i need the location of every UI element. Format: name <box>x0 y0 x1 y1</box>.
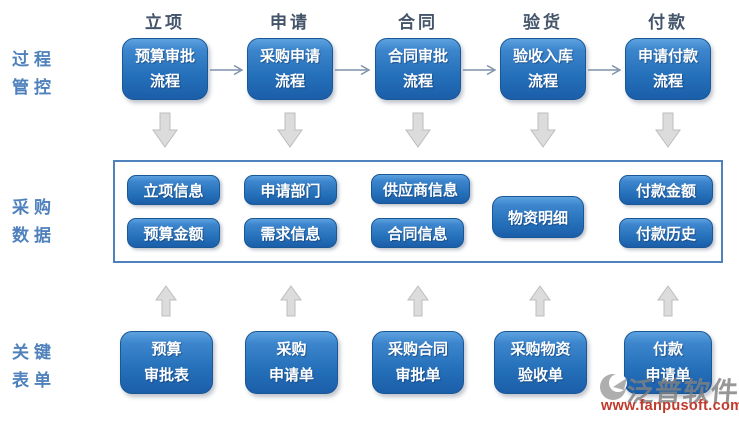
process-box-payment-request: 申请付款 流程 <box>625 38 711 100</box>
row-label-process-control: 过程 管控 <box>12 46 78 102</box>
down-arrow-icon <box>530 112 556 148</box>
form-box-line2: 申请单 <box>645 366 691 384</box>
form-box-purchase-request-form: 采购 申请单 <box>245 331 338 394</box>
form-box-contract-approval-form: 采购合同 审批单 <box>372 331 464 394</box>
process-box-line2: 流程 <box>527 73 558 90</box>
down-arrow-icon <box>277 112 303 148</box>
form-box-line1: 付款 <box>652 340 683 358</box>
row-label-line: 数据 <box>12 226 56 245</box>
form-box-budget-approval-form: 预算 审批表 <box>120 331 213 394</box>
process-box-line2: 流程 <box>274 73 305 90</box>
process-box-line2: 流程 <box>652 73 683 90</box>
form-box-line1: 采购合同 <box>387 340 448 358</box>
stage-header-request: 申请 <box>270 13 310 32</box>
data-pill-supplier-info: 供应商信息 <box>371 174 470 204</box>
row-label-line: 采购 <box>12 198 56 217</box>
data-pill-material-detail: 物资明细 <box>492 196 584 238</box>
up-arrow-icon <box>657 285 679 317</box>
data-pill-contract-info: 合同信息 <box>371 218 464 248</box>
data-pill-request-dept: 申请部门 <box>244 175 337 205</box>
form-box-line1: 采购 <box>276 340 307 358</box>
process-box-line1: 合同审批 <box>387 48 448 65</box>
process-box-line2: 流程 <box>149 73 180 90</box>
up-arrow-icon <box>529 285 551 317</box>
right-arrow-icon <box>463 64 497 76</box>
up-arrow-icon <box>280 285 302 317</box>
data-pill-budget-amount: 预算金额 <box>127 218 220 248</box>
down-arrow-icon <box>405 112 431 148</box>
up-arrow-icon <box>407 285 429 317</box>
stage-header-contract: 合同 <box>398 13 438 32</box>
form-box-line2: 审批单 <box>395 366 441 384</box>
data-pill-demand-info: 需求信息 <box>244 218 337 248</box>
process-box-line2: 流程 <box>402 73 433 90</box>
form-box-line2: 验收单 <box>517 366 563 384</box>
process-box-line1: 预算审批 <box>134 48 195 65</box>
row-label-key-forms: 关键 表单 <box>12 339 78 395</box>
data-pill-payment-history: 付款历史 <box>619 218 713 248</box>
down-arrow-icon <box>655 112 681 148</box>
row-label-line: 表单 <box>12 371 56 390</box>
process-box-line1: 采购申请 <box>259 48 320 65</box>
watermark-url: www.fanpusoft.com <box>601 398 739 414</box>
data-pill-project-info: 立项信息 <box>127 175 220 205</box>
right-arrow-icon <box>335 64 371 76</box>
form-box-line2: 申请单 <box>268 366 314 384</box>
row-label-line: 关键 <box>12 343 56 362</box>
process-box-line1: 验收入库 <box>512 48 573 65</box>
process-box-receiving-warehousing: 验收入库 流程 <box>500 38 586 100</box>
right-arrow-icon <box>588 64 622 76</box>
row-label-purchase-data: 采购 数据 <box>12 194 78 250</box>
process-box-purchase-request: 采购申请 流程 <box>247 38 333 100</box>
form-box-material-receiving-form: 采购物资 验收单 <box>494 331 587 394</box>
right-arrow-icon <box>210 64 244 76</box>
stage-header-inspection: 验货 <box>523 13 563 32</box>
form-box-line2: 审批表 <box>143 366 189 384</box>
stage-header-payment: 付款 <box>648 13 688 32</box>
data-pill-payment-amount: 付款金额 <box>619 175 713 205</box>
form-box-payment-request-form: 付款 申请单 <box>624 331 712 394</box>
process-box-line1: 申请付款 <box>637 48 698 65</box>
form-box-line1: 采购物资 <box>510 340 571 358</box>
up-arrow-icon <box>155 285 177 317</box>
form-box-line1: 预算 <box>151 340 182 358</box>
row-label-line: 管控 <box>12 78 56 97</box>
process-box-budget-approval: 预算审批 流程 <box>122 38 208 100</box>
down-arrow-icon <box>152 112 178 148</box>
row-label-line: 过程 <box>12 50 56 69</box>
stage-header-initiation: 立项 <box>145 13 185 32</box>
process-box-contract-approval: 合同审批 流程 <box>375 38 461 100</box>
